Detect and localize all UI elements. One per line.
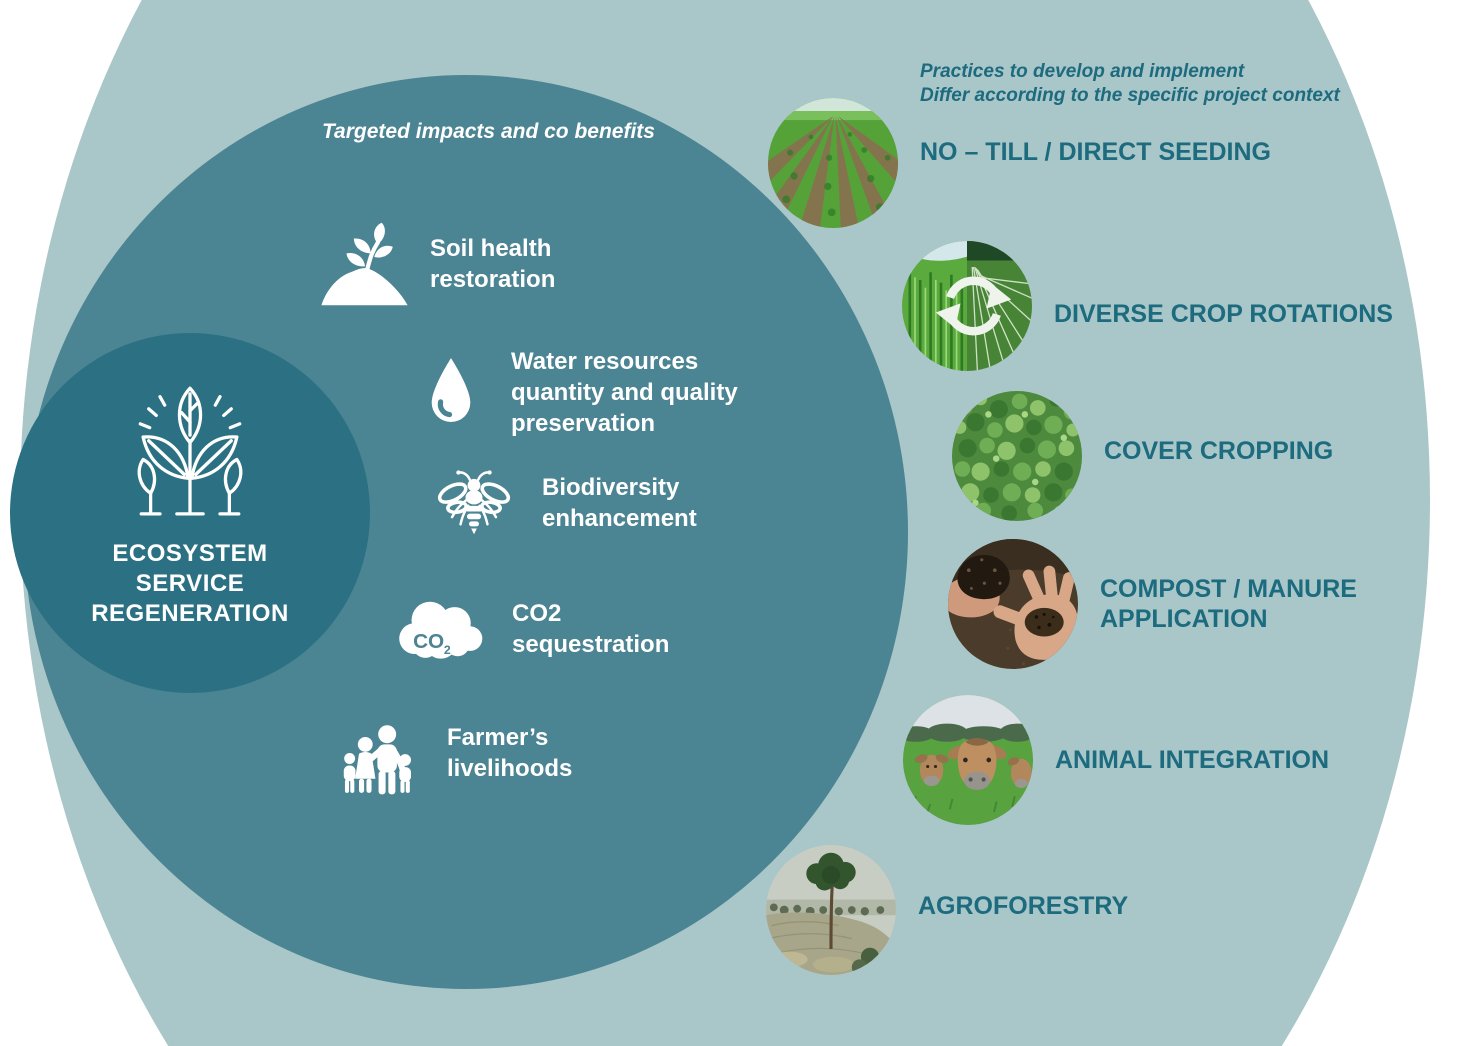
practices-heading: Practices to develop and implement Diffe… [920, 61, 1340, 106]
impact-co2: CO 2 CO2 sequestration [390, 590, 669, 668]
impact-label: Biodiversity enhancement [542, 474, 697, 532]
crop-rotation-photo [902, 241, 1032, 371]
impact-label: Farmer’s livelihoods [447, 724, 573, 782]
impact-water-resources: Water resources quantity and quality pre… [425, 346, 738, 439]
svg-text:CO: CO [413, 630, 444, 653]
plant-growth-icon [137, 386, 243, 516]
co2-cloud-icon: CO 2 [399, 601, 483, 659]
practice-cover-cropping: COVER CROPPING [952, 391, 1333, 521]
no-till-field-photo [768, 98, 898, 228]
impact-farmers-livelihoods: Farmer’s livelihoods [336, 710, 572, 796]
soil-sprout-icon [321, 222, 408, 306]
impact-soil-health: Soil health restoration [318, 220, 555, 308]
family-icon [343, 725, 412, 795]
ecosystem-label: ECOSYSTEM SERVICE REGENERATION [91, 540, 289, 627]
practice-label: NO – TILL / DIRECT SEEDING [920, 138, 1271, 166]
agroforestry-tree-photo [766, 845, 896, 975]
impact-label: Soil health restoration [430, 235, 556, 293]
cows-pasture-photo [903, 695, 1033, 825]
practice-label: COMPOST / MANURE APPLICATION [1100, 575, 1357, 633]
practice-label: COVER CROPPING [1104, 437, 1334, 465]
cover-crop-photo [952, 391, 1082, 521]
compost-hands-photo [948, 539, 1078, 669]
practice-label: ANIMAL INTEGRATION [1055, 746, 1330, 774]
bee-icon [437, 470, 511, 535]
practice-compost-manure: COMPOST / MANURE APPLICATION [948, 539, 1357, 669]
svg-text:2: 2 [444, 643, 451, 657]
practice-animal-integration: ANIMAL INTEGRATION [903, 695, 1329, 825]
impact-biodiversity: Biodiversity enhancement [435, 463, 697, 543]
water-drop-icon [431, 357, 471, 422]
practice-label: DIVERSE CROP ROTATIONS [1054, 300, 1393, 328]
practice-label: AGROFORESTRY [918, 892, 1129, 920]
practice-agroforestry: AGROFORESTRY [766, 845, 1128, 975]
ecosystem-circle: ECOSYSTEM SERVICE REGENERATION [10, 333, 370, 693]
impacts-heading: Targeted impacts and co benefits [322, 120, 655, 143]
impact-label: Water resources quantity and quality pre… [511, 348, 738, 437]
practice-crop-rotations: DIVERSE CROP ROTATIONS [902, 241, 1393, 371]
practice-no-till: NO – TILL / DIRECT SEEDING [768, 98, 1271, 228]
impact-label: CO2 sequestration [512, 600, 670, 658]
